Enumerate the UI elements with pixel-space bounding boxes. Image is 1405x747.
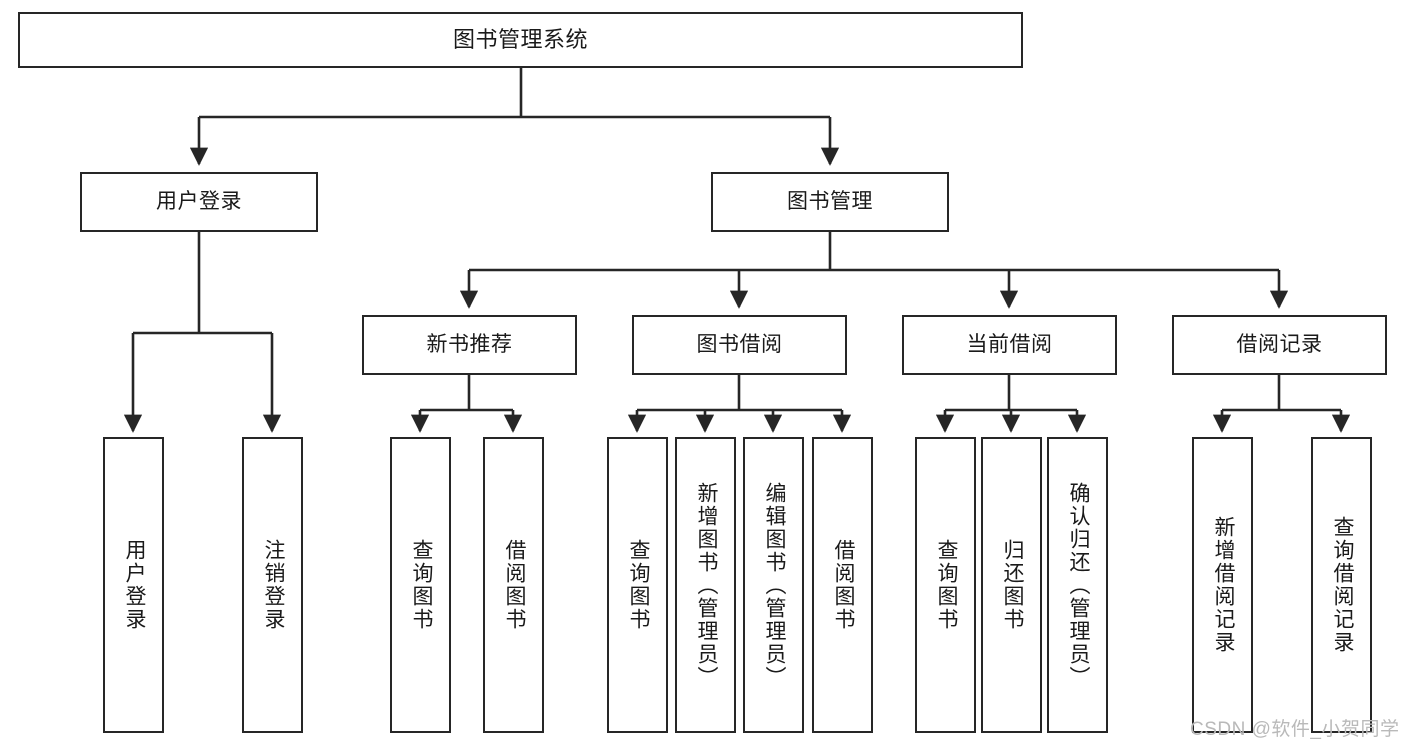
node-book-borrow-label: 图书借阅	[696, 333, 783, 357]
leaf-new-book-query[interactable]: 查询图书	[390, 437, 451, 733]
leaf-user-login-login-label: 用户登录	[122, 539, 146, 631]
node-current-borrow-label: 当前借阅	[966, 333, 1053, 357]
leaf-current-borrow-query[interactable]: 查询图书	[915, 437, 976, 733]
node-borrow-record[interactable]: 借阅记录	[1172, 315, 1387, 375]
leaf-current-borrow-return-label: 归还图书	[1000, 539, 1024, 631]
node-root-system[interactable]: 图书管理系统	[18, 12, 1023, 68]
node-borrow-record-label: 借阅记录	[1236, 333, 1323, 357]
leaf-book-borrow-query-label: 查询图书	[626, 539, 650, 631]
leaf-book-borrow-add[interactable]: 新增图书（管理员）	[675, 437, 736, 733]
node-current-borrow[interactable]: 当前借阅	[902, 315, 1117, 375]
leaf-new-book-query-label: 查询图书	[409, 539, 433, 631]
node-book-management[interactable]: 图书管理	[711, 172, 949, 232]
node-new-book-recommend-label: 新书推荐	[426, 333, 513, 357]
leaf-book-borrow-edit[interactable]: 编辑图书（管理员）	[743, 437, 804, 733]
leaf-book-borrow-edit-label: 编辑图书（管理员）	[762, 481, 786, 689]
leaf-user-login-logout[interactable]: 注销登录	[242, 437, 303, 733]
node-book-management-label: 图书管理	[787, 190, 873, 214]
leaf-user-login-login[interactable]: 用户登录	[103, 437, 164, 733]
leaf-current-borrow-confirm-return[interactable]: 确认归还（管理员）	[1047, 437, 1108, 733]
leaf-current-borrow-query-label: 查询图书	[934, 539, 958, 631]
leaf-borrow-record-add-label: 新增借阅记录	[1211, 516, 1235, 654]
leaf-borrow-record-query[interactable]: 查询借阅记录	[1311, 437, 1372, 733]
leaf-borrow-record-query-label: 查询借阅记录	[1330, 516, 1354, 654]
leaf-book-borrow-add-label: 新增图书（管理员）	[694, 481, 718, 689]
leaf-book-borrow-query[interactable]: 查询图书	[607, 437, 668, 733]
node-new-book-recommend[interactable]: 新书推荐	[362, 315, 577, 375]
leaf-borrow-record-add[interactable]: 新增借阅记录	[1192, 437, 1253, 733]
leaf-new-book-borrow-label: 借阅图书	[502, 539, 526, 631]
leaf-book-borrow-borrow-label: 借阅图书	[831, 539, 855, 631]
leaf-current-borrow-confirm-return-label: 确认归还（管理员）	[1066, 481, 1090, 689]
leaf-new-book-borrow[interactable]: 借阅图书	[483, 437, 544, 733]
leaf-current-borrow-return[interactable]: 归还图书	[981, 437, 1042, 733]
leaf-user-login-logout-label: 注销登录	[261, 539, 285, 631]
node-book-borrow[interactable]: 图书借阅	[632, 315, 847, 375]
node-user-login[interactable]: 用户登录	[80, 172, 318, 232]
node-root-system-label: 图书管理系统	[452, 26, 588, 52]
node-user-login-label: 用户登录	[156, 190, 242, 214]
leaf-book-borrow-borrow[interactable]: 借阅图书	[812, 437, 873, 733]
watermark-text: CSDN @软件_小贺同学	[1190, 719, 1400, 740]
